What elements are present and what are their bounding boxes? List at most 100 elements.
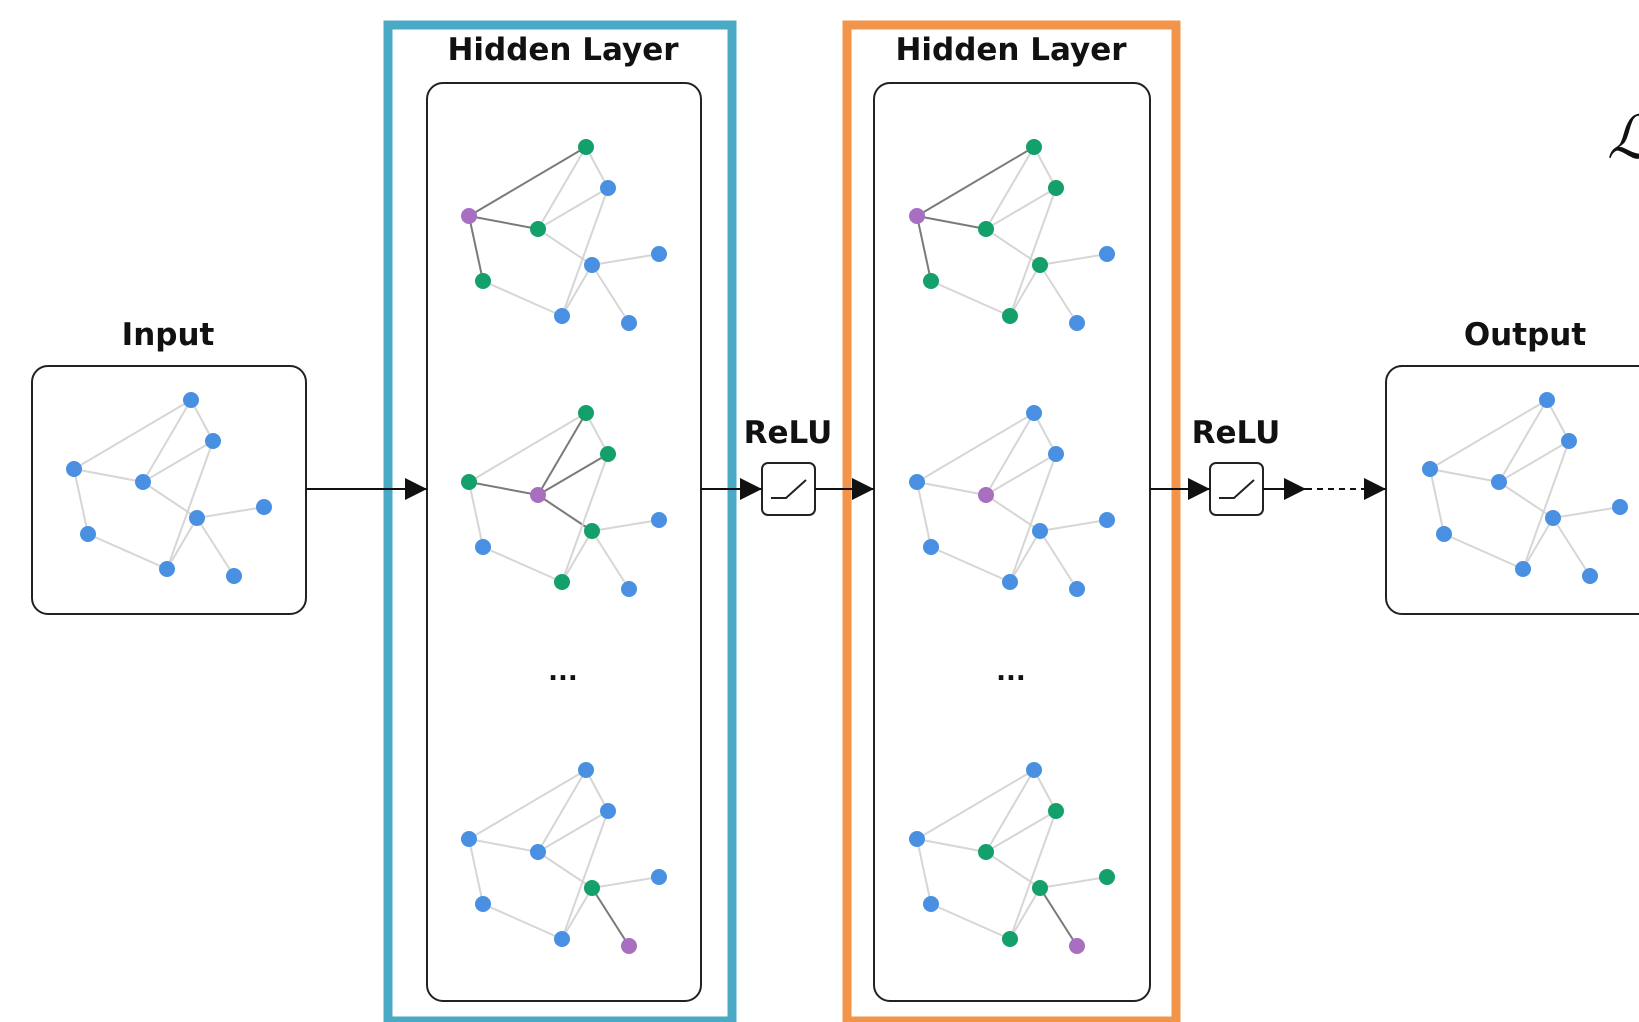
loss-symbol: ℒ bbox=[1607, 103, 1639, 173]
graph-node bbox=[189, 510, 205, 526]
graph-edge bbox=[930, 280, 1011, 317]
graph-node bbox=[651, 512, 667, 528]
graph-edge bbox=[1009, 264, 1041, 317]
graph-edge bbox=[1498, 440, 1570, 483]
graph-node bbox=[584, 880, 600, 896]
graph-edge bbox=[166, 517, 198, 570]
hidden1-graph-2 bbox=[461, 405, 667, 597]
graph-edge bbox=[930, 546, 1011, 583]
graph-node bbox=[135, 474, 151, 490]
graph-edge bbox=[468, 481, 484, 548]
graph-node bbox=[578, 405, 594, 421]
graph-node bbox=[1099, 869, 1115, 885]
hidden1-graph-1 bbox=[461, 139, 667, 331]
graph-node bbox=[600, 180, 616, 196]
graph-edge bbox=[916, 481, 932, 548]
graph-edge bbox=[985, 453, 1057, 496]
graph-edge bbox=[930, 903, 1011, 940]
graph-edge bbox=[468, 215, 484, 282]
hidden2-graph-1 bbox=[909, 139, 1115, 331]
graph-node bbox=[226, 568, 242, 584]
graph-edge bbox=[537, 187, 609, 230]
graph-node bbox=[1069, 581, 1085, 597]
hidden1-graph-3 bbox=[461, 762, 667, 954]
graph-node bbox=[475, 273, 491, 289]
hidden-layer-1-box bbox=[426, 82, 702, 1002]
graph-edge bbox=[1443, 533, 1524, 570]
relu-2-icon bbox=[1209, 462, 1264, 516]
graph-node bbox=[461, 831, 477, 847]
hidden-layer-2-label: Hidden Layer bbox=[895, 32, 1127, 68]
graph-edge bbox=[561, 887, 593, 940]
input-graph bbox=[66, 392, 272, 584]
graph-edge bbox=[468, 215, 539, 230]
graph-edge bbox=[537, 412, 587, 496]
graph-edge bbox=[1009, 187, 1057, 317]
graph-edge bbox=[916, 481, 987, 496]
graph-node bbox=[1612, 499, 1628, 515]
graph-edge bbox=[591, 530, 630, 590]
input-box bbox=[31, 365, 307, 615]
graph-edge bbox=[1039, 519, 1108, 532]
graph-node bbox=[1539, 392, 1555, 408]
graph-node bbox=[530, 221, 546, 237]
graph-node bbox=[600, 803, 616, 819]
graph-edge bbox=[537, 146, 587, 230]
graph-node bbox=[909, 474, 925, 490]
graph-edge bbox=[591, 264, 630, 324]
graph-node bbox=[461, 208, 477, 224]
graph-edge bbox=[537, 453, 609, 496]
graph-node bbox=[1515, 561, 1531, 577]
graph-node bbox=[1026, 762, 1042, 778]
graph-node bbox=[183, 392, 199, 408]
graph-node bbox=[578, 139, 594, 155]
graph-edge bbox=[1039, 876, 1108, 889]
graph-edge bbox=[591, 253, 660, 266]
graph-edge bbox=[73, 399, 192, 470]
graph-edge bbox=[916, 412, 1035, 483]
graph-edge bbox=[468, 838, 484, 905]
graph-edge bbox=[1039, 264, 1078, 324]
graph-edge bbox=[1522, 440, 1570, 570]
graph-node bbox=[1069, 938, 1085, 954]
input-label: Input bbox=[122, 317, 215, 353]
graph-node bbox=[530, 487, 546, 503]
graph-edge bbox=[985, 810, 1057, 853]
graph-edge bbox=[73, 468, 144, 483]
graph-node bbox=[621, 938, 637, 954]
graph-node bbox=[978, 221, 994, 237]
hidden-layer-1-label: Hidden Layer bbox=[447, 32, 679, 68]
graph-node bbox=[1026, 405, 1042, 421]
graph-edge bbox=[1009, 453, 1057, 583]
graph-edge bbox=[591, 519, 660, 532]
graph-node bbox=[554, 574, 570, 590]
relu-1-icon bbox=[761, 462, 816, 516]
hidden-layer-2-box bbox=[873, 82, 1151, 1002]
graph-node bbox=[1026, 139, 1042, 155]
graph-node bbox=[978, 844, 994, 860]
graph-edge bbox=[482, 903, 563, 940]
graph-node bbox=[1048, 180, 1064, 196]
graph-node bbox=[923, 539, 939, 555]
graph-node bbox=[651, 246, 667, 262]
graph-node bbox=[621, 581, 637, 597]
graph-edge bbox=[1552, 506, 1621, 519]
graph-node bbox=[554, 308, 570, 324]
graph-edge bbox=[561, 264, 593, 317]
graph-edge bbox=[73, 468, 89, 535]
graph-node bbox=[1422, 461, 1438, 477]
hidden-layer-2-frame bbox=[842, 20, 1181, 1022]
graph-edge bbox=[561, 187, 609, 317]
graph-edge bbox=[142, 399, 192, 483]
graph-edge bbox=[196, 506, 265, 519]
graph-edge bbox=[916, 838, 987, 853]
hidden-layer-2-ellipsis: ... bbox=[996, 657, 1026, 687]
output-graph bbox=[1422, 392, 1628, 584]
graph-node bbox=[923, 896, 939, 912]
graph-node bbox=[256, 499, 272, 515]
output-label: Output bbox=[1464, 317, 1587, 353]
graph-node bbox=[1099, 246, 1115, 262]
graph-edge bbox=[561, 453, 609, 583]
relu-1-label: ReLU bbox=[744, 415, 833, 451]
graph-edge bbox=[87, 533, 168, 570]
